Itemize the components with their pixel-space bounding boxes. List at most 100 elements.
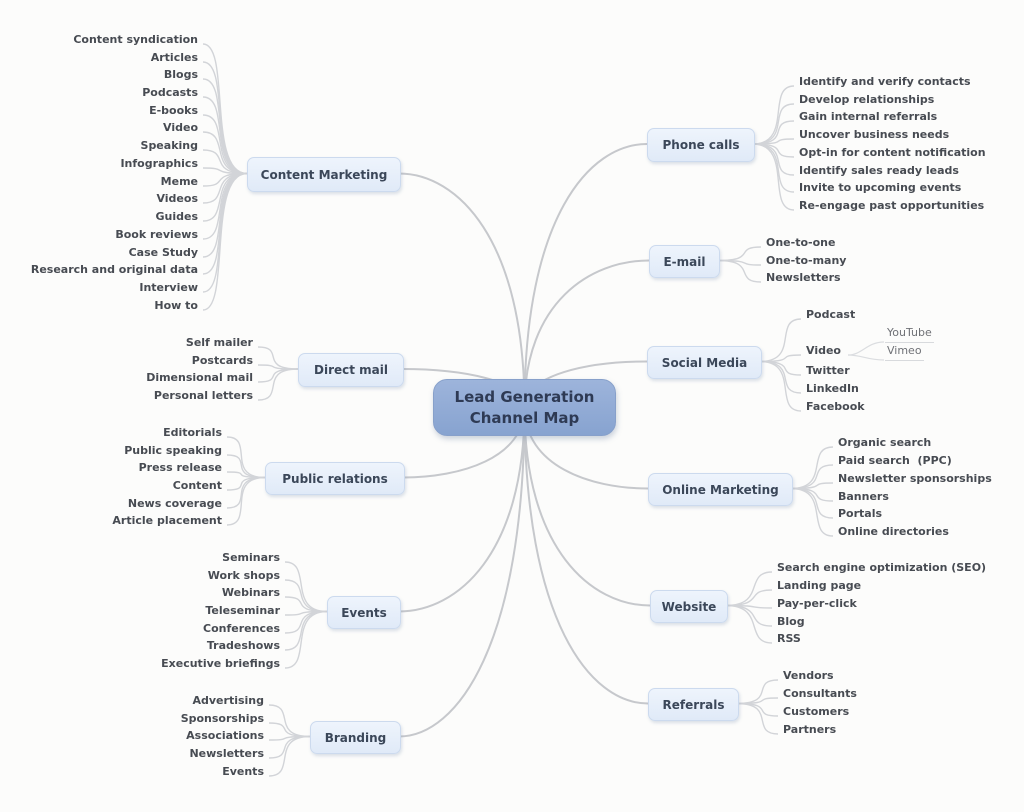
topic-vendors[interactable]: Vendors	[783, 669, 834, 682]
central-topic-lead-generation-channel-map[interactable]: Lead Generation Channel Map	[433, 379, 616, 436]
leaf-curve-podcasts	[202, 96, 248, 175]
leaf-curve-paid-search-ppc	[790, 464, 834, 490]
topic-interview[interactable]: Interview	[139, 281, 198, 294]
branch-node-direct-mail[interactable]: Direct mail	[298, 353, 404, 387]
topic-opt-in-for-content-notification[interactable]: Opt-in for content notification	[799, 146, 986, 159]
topic-consultants[interactable]: Consultants	[783, 687, 857, 700]
branch-node-phone-calls[interactable]: Phone calls	[647, 128, 755, 162]
leaf-curve-work-shops	[284, 579, 328, 613]
topic-landing-page[interactable]: Landing page	[777, 579, 862, 592]
topic-newsletters[interactable]: Newsletters	[766, 271, 841, 284]
topic-paid-search-ppc[interactable]: Paid search (PPC)	[838, 454, 952, 467]
branch-curve-e-mail	[523, 259, 650, 409]
leaf-curve-events	[268, 735, 311, 777]
topic-e-books[interactable]: E-books	[149, 104, 198, 117]
branch-node-content-marketing[interactable]: Content Marketing	[247, 157, 401, 192]
branch-curve-content-marketing	[398, 172, 526, 409]
topic-public-speaking[interactable]: Public speaking	[124, 444, 222, 457]
topic-identify-sales-ready-leads[interactable]: Identify sales ready leads	[799, 164, 959, 177]
topic-newsletter-sponsorships[interactable]: Newsletter sponsorships	[838, 472, 992, 485]
branch-node-referrals[interactable]: Referrals	[648, 688, 739, 721]
topic-podcasts[interactable]: Podcasts	[142, 86, 198, 99]
branch-curve-website	[523, 406, 651, 607]
topic-seminars[interactable]: Seminars	[222, 551, 280, 564]
branch-node-events[interactable]: Events	[327, 596, 401, 629]
topic-video[interactable]: Video	[163, 121, 198, 134]
topic-partners[interactable]: Partners	[783, 723, 837, 736]
branch-node-branding[interactable]: Branding	[310, 721, 401, 754]
topic-invite-to-upcoming-events[interactable]: Invite to upcoming events	[799, 181, 962, 194]
topic-one-to-one[interactable]: One-to-one	[766, 236, 836, 249]
leaf-curve-podcast	[759, 318, 802, 363]
topic-tradeshows[interactable]: Tradeshows	[206, 639, 280, 652]
subtopic-vimeo[interactable]: Vimeo	[885, 343, 924, 361]
topic-events[interactable]: Events	[222, 765, 264, 778]
branch-node-website[interactable]: Website	[650, 590, 728, 623]
topic-work-shops[interactable]: Work shops	[207, 569, 280, 582]
subtopic-curve-vimeo	[847, 354, 885, 361]
topic-teleseminar[interactable]: Teleseminar	[205, 604, 280, 617]
topic-online-directories[interactable]: Online directories	[838, 525, 949, 538]
topic-blog[interactable]: Blog	[777, 615, 805, 628]
leaf-curve-partners	[736, 702, 779, 735]
topic-news-coverage[interactable]: News coverage	[127, 497, 222, 510]
topic-press-release[interactable]: Press release	[138, 461, 222, 474]
topic-advertising[interactable]: Advertising	[192, 694, 265, 707]
topic-executive-briefings[interactable]: Executive briefings	[161, 657, 280, 670]
branch-node-online-marketing[interactable]: Online Marketing	[648, 473, 793, 506]
topic-case-study[interactable]: Case Study	[128, 246, 198, 259]
topic-associations[interactable]: Associations	[186, 729, 264, 742]
topic-meme[interactable]: Meme	[160, 175, 198, 188]
leaf-curve-facebook	[759, 360, 802, 412]
topic-research-and-original-data[interactable]: Research and original data	[30, 263, 198, 276]
topic-article-placement[interactable]: Article placement	[112, 514, 222, 527]
topic-uncover-business-needs[interactable]: Uncover business needs	[799, 128, 950, 141]
topic-blogs[interactable]: Blogs	[163, 68, 198, 81]
topic-identify-and-verify-contacts[interactable]: Identify and verify contacts	[799, 75, 971, 88]
leaf-curve-seminars	[284, 561, 328, 613]
topic-content-syndication[interactable]: Content syndication	[73, 33, 198, 46]
topic-self-mailer[interactable]: Self mailer	[185, 336, 253, 349]
branch-curve-branding	[398, 406, 526, 738]
topic-newsletters[interactable]: Newsletters	[189, 747, 264, 760]
topic-linkedin[interactable]: LinkedIn	[806, 382, 859, 395]
leaf-curve-blogs	[202, 78, 248, 175]
topic-postcards[interactable]: Postcards	[191, 354, 253, 367]
topic-conferences[interactable]: Conferences	[203, 622, 280, 635]
topic-customers[interactable]: Customers	[783, 705, 850, 718]
topic-portals[interactable]: Portals	[838, 507, 883, 520]
topic-re-engage-past-opportunities[interactable]: Re-engage past opportunities	[799, 199, 985, 212]
topic-search-engine-optimization-seo[interactable]: Search engine optimization (SEO)	[777, 561, 987, 574]
leaf-curve-vendors	[736, 679, 779, 705]
topic-editorials[interactable]: Editorials	[163, 426, 222, 439]
subtopic-youtube[interactable]: YouTube	[885, 325, 934, 343]
topic-dimensional-mail[interactable]: Dimensional mail	[146, 371, 253, 384]
topic-videos[interactable]: Videos	[156, 192, 198, 205]
leaf-curve-identify-and-verify-contacts	[752, 85, 795, 145]
topic-one-to-many[interactable]: One-to-many	[766, 254, 847, 267]
topic-sponsorships[interactable]: Sponsorships	[180, 712, 264, 725]
topic-guides[interactable]: Guides	[155, 210, 198, 223]
branch-node-e-mail[interactable]: E-mail	[649, 245, 720, 278]
topic-pay-per-click[interactable]: Pay-per-click	[777, 597, 857, 610]
topic-facebook[interactable]: Facebook	[806, 400, 865, 413]
branch-node-public-relations[interactable]: Public relations	[265, 462, 405, 495]
topic-twitter[interactable]: Twitter	[806, 364, 850, 377]
topic-podcast[interactable]: Podcast	[806, 308, 856, 321]
topic-video[interactable]: Video	[806, 344, 841, 357]
topic-webinars[interactable]: Webinars	[221, 586, 280, 599]
topic-content[interactable]: Content	[172, 479, 222, 492]
topic-banners[interactable]: Banners	[838, 490, 889, 503]
branch-node-social-media[interactable]: Social Media	[647, 346, 762, 379]
topic-articles[interactable]: Articles	[150, 51, 198, 64]
topic-infographics[interactable]: Infographics	[120, 157, 198, 170]
topic-gain-internal-referrals[interactable]: Gain internal referrals	[799, 110, 938, 123]
topic-how-to[interactable]: How to	[154, 299, 198, 312]
topic-speaking[interactable]: Speaking	[140, 139, 198, 152]
topic-develop-relationships[interactable]: Develop relationships	[799, 93, 935, 106]
leaf-curve-personal-letters	[257, 368, 299, 401]
topic-organic-search[interactable]: Organic search	[838, 436, 932, 449]
topic-rss[interactable]: RSS	[777, 632, 801, 645]
topic-personal-letters[interactable]: Personal letters	[153, 389, 253, 402]
topic-book-reviews[interactable]: Book reviews	[115, 228, 198, 241]
